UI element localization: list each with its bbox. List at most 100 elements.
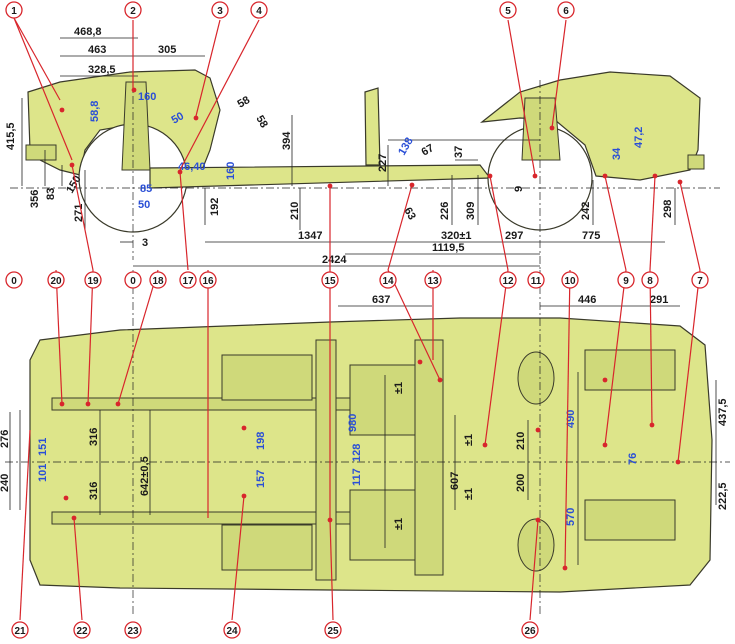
dim-160-mid: 160 bbox=[225, 162, 237, 180]
dim-210: 210 bbox=[515, 432, 527, 450]
dim-1347: 1347 bbox=[298, 230, 322, 242]
callout-22: 22 bbox=[76, 626, 88, 637]
dim-394: 394 bbox=[281, 131, 293, 150]
callout-23: 23 bbox=[127, 626, 139, 637]
dim-200: 200 bbox=[515, 474, 527, 492]
dim-328-5: 328,5 bbox=[88, 64, 116, 76]
callout-7: 7 bbox=[697, 276, 703, 287]
dim-37: 37 bbox=[453, 146, 465, 158]
plan-b-member bbox=[315, 339, 337, 581]
dim-775: 775 bbox=[582, 230, 600, 242]
dim-320: 320±1 bbox=[441, 230, 472, 242]
plan-trunk-panel-2 bbox=[584, 499, 676, 541]
dim-83: 83 bbox=[45, 188, 57, 200]
dim-240: 240 bbox=[0, 474, 11, 492]
dim-305: 305 bbox=[158, 44, 176, 56]
callout-15: 15 bbox=[324, 276, 336, 287]
callout-3: 3 bbox=[217, 6, 223, 17]
plan-rear-mount-left bbox=[517, 351, 555, 405]
callout-24: 24 bbox=[226, 626, 238, 637]
dim-101: 101 bbox=[37, 464, 49, 482]
dim-309: 309 bbox=[465, 202, 477, 220]
dim-pm1-c: ±1 bbox=[463, 434, 475, 446]
dim-2424: 2424 bbox=[322, 254, 347, 266]
plan-panel-1 bbox=[221, 354, 313, 401]
callouts: 1 2 3 4 5 6 0 20 19 0 18 17 16 15 14 13 … bbox=[5, 1, 709, 639]
callout-26: 26 bbox=[524, 626, 536, 637]
dim-297: 297 bbox=[505, 230, 523, 242]
dim-316-b: 316 bbox=[88, 482, 100, 500]
callout-25: 25 bbox=[327, 626, 339, 637]
dim-637: 637 bbox=[372, 294, 390, 306]
side-bumper-front bbox=[25, 144, 57, 161]
dim-437-5: 437,5 bbox=[717, 398, 729, 426]
dim-pm1-b: ±1 bbox=[393, 518, 405, 530]
plan-panel-2 bbox=[221, 524, 313, 571]
dim-9: 9 bbox=[513, 186, 525, 192]
callout-12: 12 bbox=[502, 276, 514, 287]
dim-463: 463 bbox=[88, 44, 106, 56]
dim-227: 227 bbox=[377, 154, 389, 172]
callout-20: 20 bbox=[50, 276, 62, 287]
callout-1: 1 bbox=[11, 6, 17, 17]
dim-415-5: 415,5 bbox=[5, 122, 17, 150]
callout-5: 5 bbox=[505, 6, 511, 17]
plan-crossmember bbox=[414, 339, 444, 576]
dim-50-top: 50 bbox=[170, 110, 187, 127]
side-rear-tower bbox=[521, 97, 561, 161]
dim-151: 151 bbox=[37, 438, 49, 456]
callout-13: 13 bbox=[427, 276, 439, 287]
dim-198: 198 bbox=[255, 432, 267, 450]
plan-view: 637 446 291 276 240 316 316 642±0,5 980 … bbox=[0, 270, 730, 615]
dim-210: 210 bbox=[289, 202, 301, 220]
dim-356: 356 bbox=[29, 190, 41, 208]
side-view: 468,8 463 305 328,5 415,5 356 83 271 394… bbox=[5, 26, 720, 270]
dim-242: 242 bbox=[580, 202, 592, 220]
callout-16: 16 bbox=[202, 276, 214, 287]
callout-0-left: 0 bbox=[11, 276, 17, 287]
dim-316-a: 316 bbox=[88, 428, 100, 446]
dim-226: 226 bbox=[439, 202, 451, 220]
callout-14: 14 bbox=[382, 276, 394, 287]
callout-19: 19 bbox=[87, 276, 99, 287]
dim-291: 291 bbox=[650, 294, 668, 306]
plan-dimension-lines bbox=[9, 305, 717, 565]
side-dimension-lines bbox=[21, 37, 676, 267]
dim-642: 642±0,5 bbox=[139, 456, 151, 496]
dim-298: 298 bbox=[662, 200, 674, 218]
plan-trunk-panel-1 bbox=[584, 349, 676, 391]
dim-980: 980 bbox=[347, 414, 359, 432]
callout-6: 6 bbox=[563, 6, 569, 17]
dim-50-low: 50 bbox=[138, 199, 150, 211]
callout-21: 21 bbox=[14, 626, 26, 637]
dim-570: 570 bbox=[565, 508, 577, 526]
dim-1119-5: 1119,5 bbox=[432, 242, 464, 254]
dim-58-b: 58 bbox=[253, 114, 270, 131]
dim-128: 128 bbox=[351, 444, 363, 462]
dim-117: 117 bbox=[351, 468, 363, 486]
dim-pm1-a: ±1 bbox=[393, 382, 405, 394]
callout-9: 9 bbox=[623, 276, 629, 287]
callout-4: 4 bbox=[256, 6, 262, 17]
callout-leaders bbox=[13, 17, 701, 621]
callout-8: 8 bbox=[647, 276, 653, 287]
dim-34: 34 bbox=[611, 147, 623, 160]
dim-85: 85 bbox=[140, 183, 152, 195]
dim-58-a: 58 bbox=[236, 94, 253, 111]
dim-157: 157 bbox=[255, 470, 267, 488]
dim-pm1-d: ±1 bbox=[463, 488, 475, 500]
dim-46-40: 46,40 bbox=[178, 161, 206, 173]
callout-17: 17 bbox=[182, 276, 194, 287]
dim-160-top: 160 bbox=[138, 91, 156, 103]
callout-2: 2 bbox=[130, 6, 136, 17]
callout-11: 11 bbox=[531, 276, 542, 287]
side-bumper-rear bbox=[687, 154, 705, 170]
dim-607: 607 bbox=[449, 472, 461, 490]
dim-67: 67 bbox=[420, 142, 437, 159]
callout-0-axle: 0 bbox=[130, 276, 136, 287]
callout-10: 10 bbox=[564, 276, 576, 287]
dim-138: 138 bbox=[396, 136, 416, 158]
dim-276: 276 bbox=[0, 430, 11, 448]
side-pillar bbox=[364, 87, 381, 166]
